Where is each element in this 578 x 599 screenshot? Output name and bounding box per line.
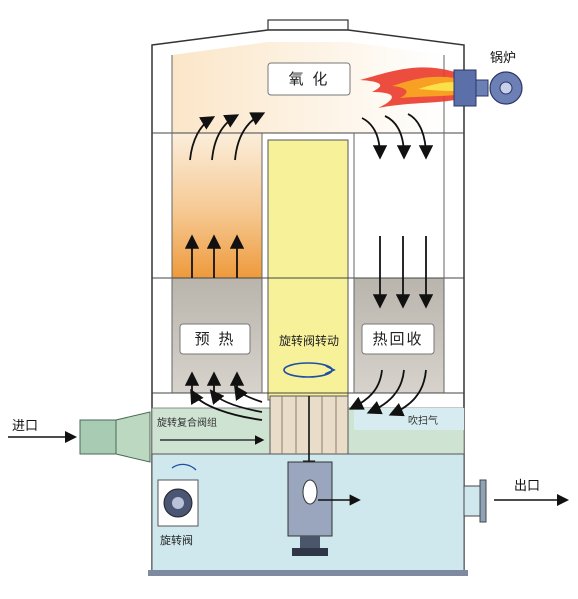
inlet-duct bbox=[8, 411, 151, 463]
rotation-arrow-icon bbox=[324, 365, 336, 375]
purge-gas-label: 吹扫气 bbox=[408, 414, 438, 427]
burner-label: 锅炉 bbox=[490, 50, 516, 66]
valve-mechanism bbox=[287, 461, 361, 556]
rotary-valve-drum bbox=[269, 395, 349, 474]
recovery-box bbox=[361, 323, 435, 355]
rotary-valve-rotating-label: 旋转阀转动 bbox=[279, 333, 339, 348]
burner bbox=[360, 67, 523, 108]
preheat-label: 预 热 bbox=[195, 330, 236, 348]
channel-label: 旋转复合阀组 bbox=[157, 416, 217, 429]
recovery-flow-arrows bbox=[348, 113, 434, 417]
inlet-label: 进口 bbox=[12, 419, 38, 434]
rotary-valve-motor bbox=[157, 463, 199, 527]
preheat-flow-arrows bbox=[184, 112, 266, 395]
rotation-indicator bbox=[283, 362, 333, 378]
inlet-flow-arrows bbox=[190, 385, 263, 421]
outlet-label: 出口 bbox=[514, 479, 540, 494]
oxidation-label: 氧 化 bbox=[289, 70, 330, 88]
base-plate bbox=[148, 570, 468, 576]
recovery-label: 热回收 bbox=[372, 330, 423, 348]
rotary-valve-label: 旋转阀 bbox=[160, 533, 193, 547]
preheat-chamber bbox=[172, 133, 262, 278]
chimney-cap bbox=[267, 19, 349, 31]
oxidation-box bbox=[267, 62, 351, 96]
preheat-box bbox=[179, 323, 251, 355]
recovery-chamber bbox=[354, 133, 444, 278]
outlet-duct bbox=[463, 479, 569, 523]
center-column bbox=[267, 139, 349, 401]
